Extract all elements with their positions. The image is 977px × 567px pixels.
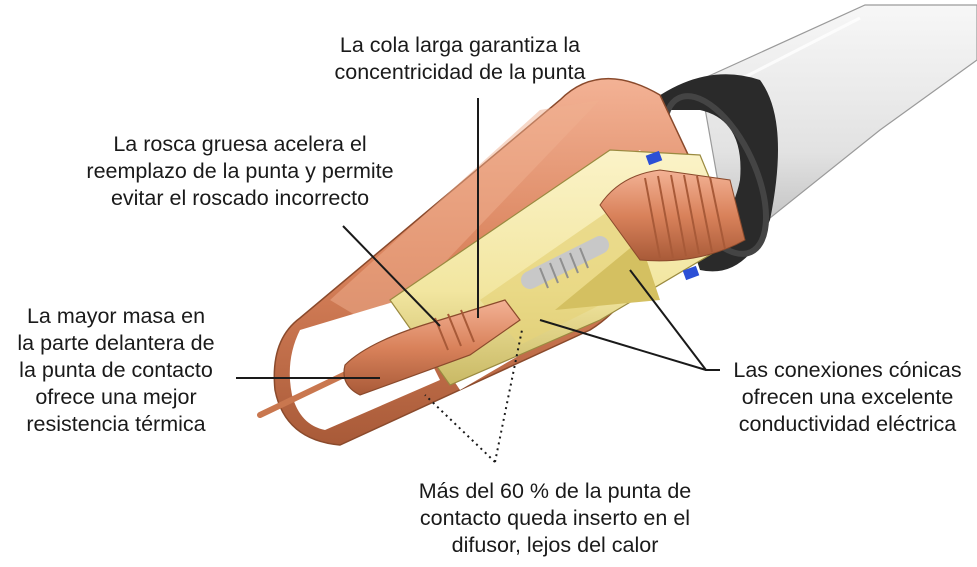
retaining-clip-top: [645, 150, 663, 166]
leader-inserto-2: [494, 329, 523, 463]
callout-line: la parte delantera de: [17, 331, 215, 355]
callout-line: Más del 60 % de la punta de: [418, 479, 692, 503]
callout-mayor-masa: La mayor masa en la parte delantera de l…: [0, 303, 232, 438]
callout-line: difusor, lejos del calor: [451, 533, 659, 557]
callout-line: reemplazo de la punta y permite: [86, 159, 394, 183]
callout-line: concentricidad de la punta: [334, 60, 586, 84]
callout-punta-inserta: Más del 60 % de la punta de contacto que…: [395, 478, 715, 559]
callout-line: La rosca gruesa acelera el: [113, 132, 367, 156]
callout-rosca-gruesa: La rosca gruesa acelera el reemplazo de …: [60, 131, 420, 212]
callout-line: ofrecen una excelente: [741, 385, 954, 409]
callout-line: Las conexiones cónicas: [733, 358, 962, 382]
spring: [521, 236, 609, 289]
retaining-clip-bottom: [682, 265, 700, 281]
callout-line: La cola larga garantiza la: [339, 33, 581, 57]
callout-line: conductividad eléctrica: [738, 412, 957, 436]
threaded-insert: [599, 169, 746, 262]
callout-line: ofrece una mejor: [35, 385, 197, 409]
callout-conexiones-conicas: Las conexiones cónicas ofrecen una excel…: [718, 357, 977, 438]
callout-line: la punta de contacto: [19, 358, 213, 382]
callout-line: La mayor masa en: [26, 304, 206, 328]
callout-line: contacto queda inserto en el: [419, 506, 691, 530]
leader-conicas-2: [539, 319, 707, 371]
callout-line: evitar el roscado incorrecto: [110, 186, 370, 210]
leader-lines: [236, 98, 720, 463]
callout-cola-larga: La cola larga garantiza la concentricida…: [270, 32, 650, 86]
leader-inserto-1: [424, 394, 496, 463]
callout-line: resistencia térmica: [26, 412, 206, 436]
leader-rosca: [342, 225, 441, 327]
